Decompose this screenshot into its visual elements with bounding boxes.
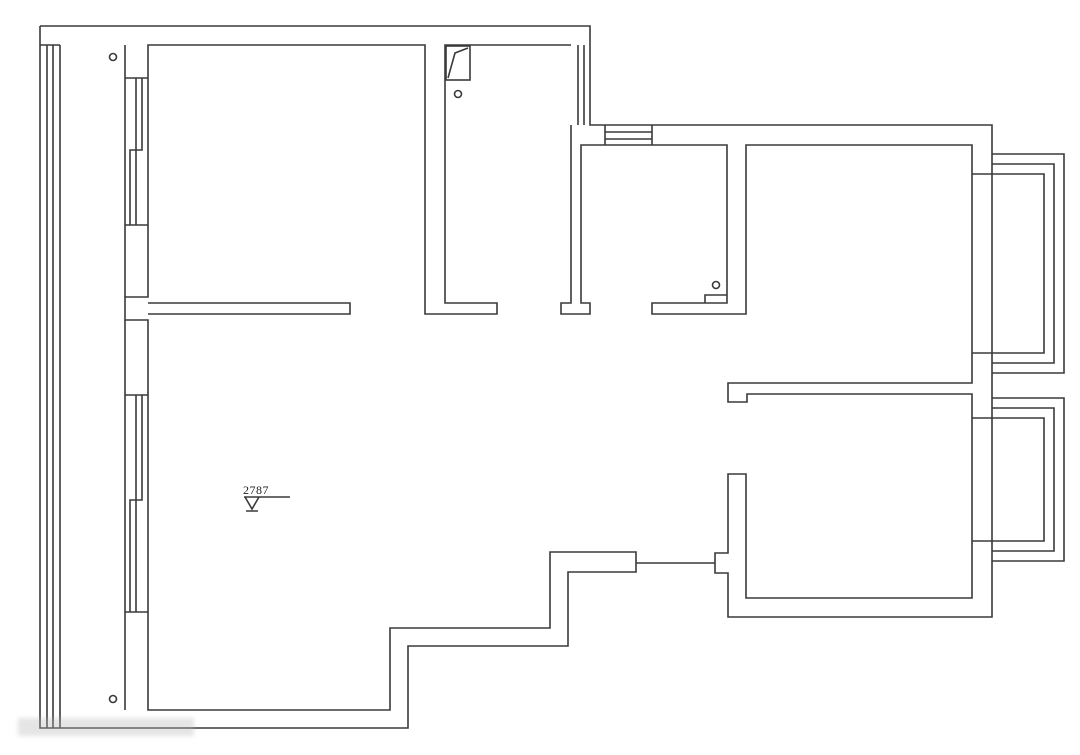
bedroom-bay-windows — [972, 153, 1065, 562]
kitchen-pipe-box — [704, 294, 727, 303]
fixtures — [108, 45, 727, 704]
elevation-marker — [244, 496, 290, 512]
drain-icon — [108, 694, 118, 704]
drain-icon — [108, 52, 118, 62]
water-heater-icon — [445, 45, 471, 81]
elevation-label: 2787 — [243, 483, 269, 497]
watermark — [18, 718, 194, 736]
kitchen-vent — [604, 125, 653, 145]
left-windows — [125, 77, 148, 613]
water-heater-diagonal — [447, 47, 469, 79]
drain-icon — [453, 89, 463, 99]
outer-walls — [39, 25, 993, 729]
drain-icon — [711, 280, 721, 290]
